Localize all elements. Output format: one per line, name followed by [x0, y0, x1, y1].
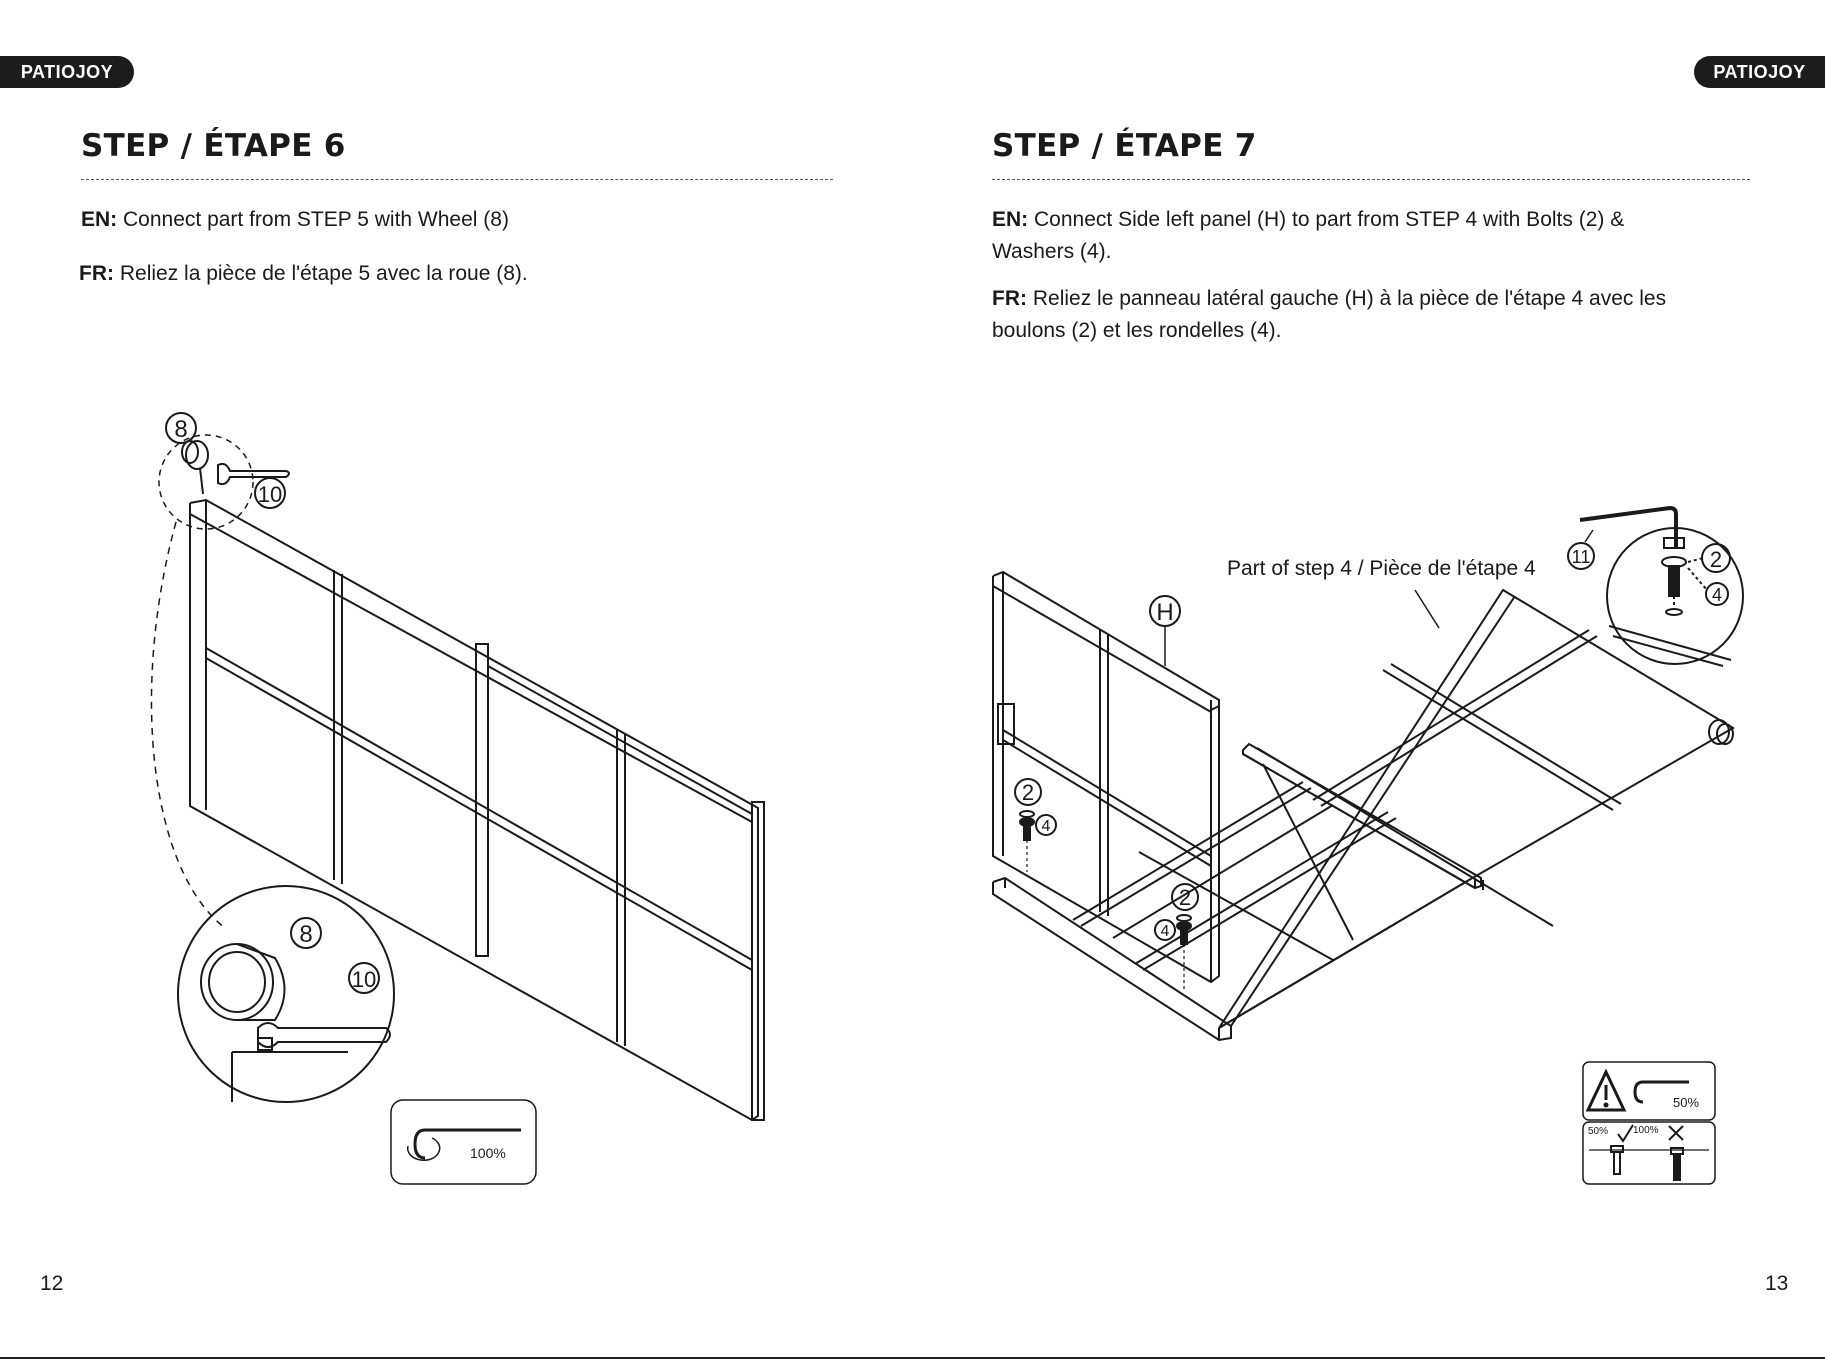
base-frame: [992, 588, 1735, 1042]
bolt-detail-callout: 2 4: [1606, 527, 1744, 667]
en-text: Connect part from STEP 5 with Wheel (8): [123, 208, 509, 231]
callout-10-detail: 10: [352, 967, 376, 992]
callout-4-right: 4: [1161, 923, 1170, 940]
callout-8-detail: 8: [299, 921, 312, 948]
fr-instruction: FR: Reliez le panneau latéral gauche (H)…: [992, 283, 1666, 347]
page-number-12: 12: [40, 1272, 64, 1295]
step-7-title: STEP / ÉTAPE 7: [992, 128, 1257, 164]
callout-2-right: 2: [1179, 885, 1191, 910]
callout-8-top: 8: [174, 416, 187, 443]
callout-10-top: 10: [258, 482, 282, 507]
check-icon: [1617, 1124, 1634, 1143]
page-number-13: 13: [1765, 1272, 1789, 1295]
frame-panel: [189, 498, 765, 1122]
en-line-1: EN: Connect Side left panel (H) to part …: [992, 204, 1624, 236]
page-bottom-border: [0, 1357, 1825, 1359]
right-page: PATIOJOY STEP / ÉTAPE 7 EN: Connect Side…: [913, 0, 1825, 1361]
callout-11: 11: [1572, 547, 1591, 567]
brand-logo-right: PATIOJOY: [1694, 56, 1825, 88]
title-divider: [992, 179, 1750, 180]
tighten-50-label: 50%: [1588, 1126, 1608, 1137]
en-label: EN:: [81, 208, 118, 231]
side-panel-h: [992, 570, 1220, 984]
fr-text-1: Reliez le panneau latéral gauche (H) à l…: [1032, 287, 1667, 310]
tool-percent-100: 100%: [470, 1145, 506, 1161]
top-detail-callout: 8 10: [158, 412, 290, 530]
part-step4-label: Part of step 4 / Pièce de l'étape 4: [1227, 557, 1536, 580]
bolt-group-right: 2 4: [1154, 883, 1199, 990]
callout-4-detail: 4: [1712, 585, 1722, 605]
fr-text: Reliez la pièce de l'étape 5 avec la rou…: [119, 262, 528, 285]
fr-line-1: FR: Reliez le panneau latéral gauche (H)…: [992, 283, 1666, 315]
en-line-2: Washers (4).: [992, 240, 1112, 263]
tool-torque-box: 100%: [390, 1099, 537, 1185]
allen-key-11: 11: [1567, 505, 1678, 570]
brand-logo-left: PATIOJOY: [0, 56, 134, 88]
wheel-detail-callout: 8 10: [177, 885, 395, 1103]
callout-h: H: [1149, 595, 1181, 666]
en-text-1: Connect Side left panel (H) to part from…: [1034, 208, 1625, 231]
bolt-group-left: 2 4: [1014, 778, 1057, 872]
cross-icon: [1668, 1125, 1684, 1141]
step-6-diagram: 8 10 8 10 100%: [150, 412, 765, 1185]
callout-2-left: 2: [1022, 780, 1034, 805]
tool-percent-50: 50%: [1673, 1095, 1699, 1110]
fr-line-2: boulons (2) et les rondelles (4).: [992, 319, 1282, 342]
fr-label: FR:: [79, 262, 114, 285]
callout-4-left: 4: [1042, 818, 1051, 835]
left-page: PATIOJOY STEP / ÉTAPE 6 EN: Connect part…: [0, 0, 912, 1361]
step-7-diagram: H Part of step 4 / Pièce de l'étape 4 2 …: [992, 505, 1744, 1185]
leader-line: [150, 521, 226, 929]
en-instruction: EN: Connect Side left panel (H) to part …: [992, 204, 1624, 268]
en-instruction: EN: Connect part from STEP 5 with Wheel …: [81, 204, 509, 236]
step-6-title: STEP / ÉTAPE 6: [81, 128, 346, 164]
title-divider: [81, 179, 833, 180]
tighten-100-label: 100%: [1633, 1125, 1659, 1136]
part-label-leader: [1414, 589, 1440, 629]
callout-2-detail: 2: [1710, 547, 1722, 572]
fr-label: FR:: [992, 287, 1027, 310]
callout-h-label: H: [1156, 599, 1173, 626]
tightening-warning-box: 50% 50% 100%: [1582, 1061, 1716, 1185]
en-label: EN:: [992, 208, 1029, 231]
fr-instruction: FR: Reliez la pièce de l'étape 5 avec la…: [79, 258, 528, 290]
